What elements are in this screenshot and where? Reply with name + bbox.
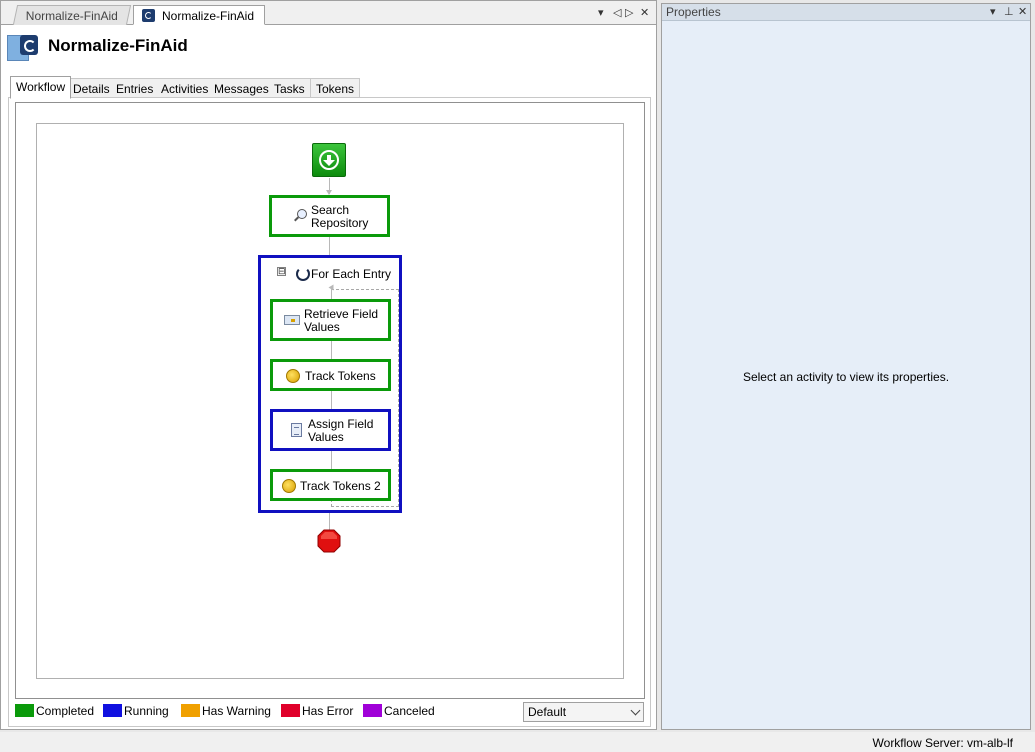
- activity-label: Track Tokens 2: [300, 479, 381, 493]
- coin-icon: [286, 369, 300, 383]
- connector-line: [329, 513, 330, 531]
- tab-scroll-right-icon[interactable]: ▷: [625, 7, 634, 19]
- connector-line: [331, 341, 332, 359]
- legend-label: Has Error: [302, 704, 354, 718]
- workflow-document-pane: Normalize-FinAid Normalize-FinAid ▾ ◁ ▷ …: [0, 0, 657, 730]
- legend-swatch: [281, 704, 300, 717]
- tab-entries[interactable]: Entries: [111, 78, 160, 98]
- connector-arrow: [326, 190, 332, 195]
- workflow-title-icon: [7, 31, 39, 61]
- properties-pane: Properties ▾ ⊥ ✕ Select an activity to v…: [661, 3, 1031, 730]
- tab-messages[interactable]: Messages: [209, 78, 275, 98]
- activity-label: Track Tokens: [305, 369, 376, 383]
- legend-label: Completed: [36, 704, 95, 718]
- legend-swatch: [181, 704, 200, 717]
- legend-view-select[interactable]: Default: [523, 702, 644, 722]
- properties-header: Properties ▾ ⊥ ✕: [662, 4, 1030, 21]
- activity-assign-field-values[interactable]: Assign Field Values: [270, 409, 391, 451]
- legend-label: Running: [124, 704, 169, 718]
- status-bar: Workflow Server: vm-alb-lf: [0, 732, 1035, 752]
- properties-empty-message: Select an activity to view its propertie…: [742, 370, 950, 384]
- legend-swatch: [103, 704, 122, 717]
- tab-dropdown-icon[interactable]: ▾: [598, 7, 604, 19]
- activity-label: Assign Field Values: [308, 417, 374, 444]
- legend-swatch: [15, 704, 34, 717]
- legend-label: Has Warning: [202, 704, 271, 718]
- download-arrow-icon: [319, 150, 339, 170]
- activity-search-repository[interactable]: Search Repository: [269, 195, 390, 237]
- connector-line: [331, 451, 332, 469]
- legend-label: Canceled: [384, 704, 435, 718]
- stop-sign-icon[interactable]: [317, 529, 341, 553]
- activity-track-tokens[interactable]: Track Tokens: [270, 359, 391, 391]
- document-tab-label: Normalize-FinAid: [25, 9, 118, 23]
- activity-label: Retrieve Field Values: [304, 307, 379, 334]
- activity-label: For Each Entry: [311, 267, 392, 281]
- close-icon[interactable]: ✕: [1018, 6, 1028, 18]
- connector-line: [329, 178, 330, 194]
- magnifier-icon: [293, 209, 307, 223]
- page-title: Normalize-FinAid: [48, 36, 188, 55]
- workflow-server-status: Workflow Server: vm-alb-lf: [872, 736, 1013, 750]
- legend-swatch: [363, 704, 382, 717]
- select-value: Default: [528, 705, 567, 719]
- document-tab-label: Normalize-FinAid: [162, 9, 255, 23]
- collapse-toggle[interactable]: ⊟: [277, 266, 286, 276]
- workflow-tab-panel: Search Repository ⊟ For Each Entry Retri…: [8, 97, 651, 727]
- properties-title: Properties: [666, 5, 721, 19]
- connector-line: [331, 391, 332, 409]
- tab-activities[interactable]: Activities: [156, 78, 215, 98]
- coin-icon: [282, 479, 296, 493]
- tab-tasks[interactable]: Tasks: [269, 78, 311, 98]
- activity-retrieve-field-values[interactable]: Retrieve Field Values: [270, 299, 391, 341]
- document-tab-inactive[interactable]: Normalize-FinAid: [12, 5, 132, 25]
- activity-track-tokens-2[interactable]: Track Tokens 2: [270, 469, 391, 501]
- pane-dropdown-icon[interactable]: ▾: [990, 6, 996, 18]
- document-icon: [291, 423, 302, 437]
- document-tabstrip: Normalize-FinAid Normalize-FinAid ▾ ◁ ▷ …: [1, 1, 656, 25]
- pin-icon[interactable]: ⊥: [1004, 6, 1014, 18]
- workflow-canvas-frame: Search Repository ⊟ For Each Entry Retri…: [15, 102, 645, 699]
- connector-line: [329, 237, 330, 255]
- workflow-icon: [142, 9, 155, 22]
- loop-icon: [296, 267, 310, 281]
- connector-line: [331, 289, 332, 299]
- field-icon: [284, 315, 300, 325]
- chevron-down-icon: [630, 705, 641, 716]
- workflow-canvas[interactable]: Search Repository ⊟ For Each Entry Retri…: [36, 123, 624, 679]
- tab-workflow[interactable]: Workflow: [10, 76, 72, 99]
- document-tab-active[interactable]: Normalize-FinAid: [133, 5, 265, 25]
- close-icon[interactable]: ✕: [640, 7, 650, 19]
- activity-for-each-entry[interactable]: ⊟ For Each Entry Retrieve Field Values: [258, 255, 402, 513]
- tab-scroll-left-icon[interactable]: ◁: [613, 7, 622, 19]
- tab-tokens[interactable]: Tokens: [311, 78, 361, 98]
- activity-label: Search Repository: [311, 203, 369, 230]
- tab-details[interactable]: Details: [68, 78, 116, 98]
- workflow-start-node[interactable]: [312, 143, 346, 177]
